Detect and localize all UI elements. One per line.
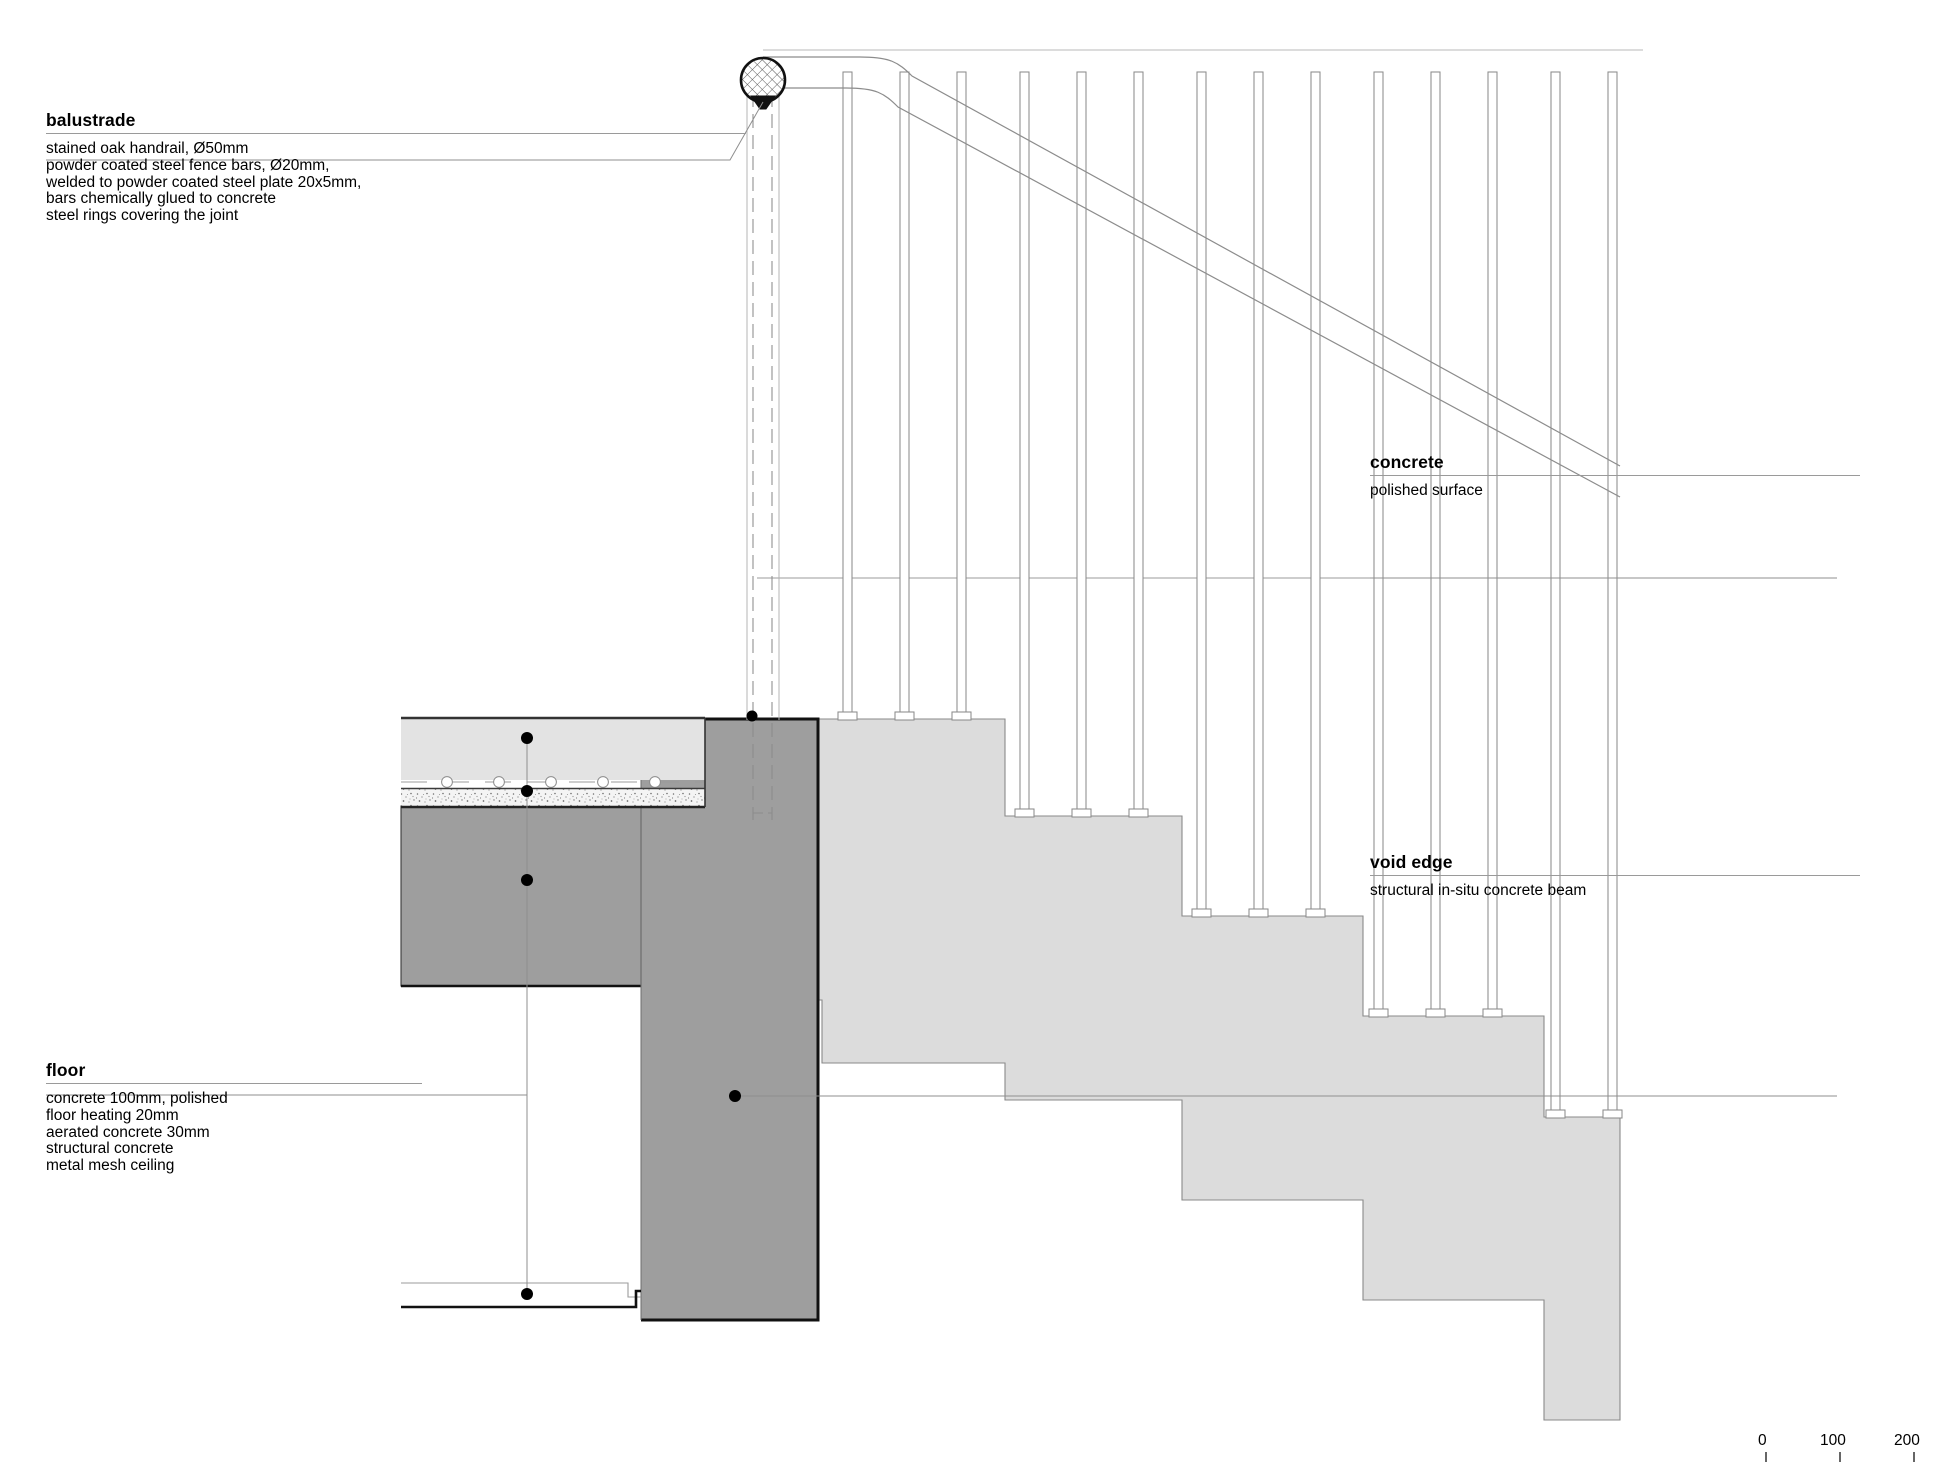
handrail-bottom-edge (763, 87, 1621, 498)
concrete-topping-fill (401, 718, 705, 780)
annotation-balustrade-rule (46, 133, 746, 134)
baluster-group-step-3 (1368, 71, 1503, 1018)
stair-profile (711, 718, 1621, 1421)
annotation-line: stained oak handrail, Ø50mm (46, 140, 249, 157)
dot-structural-concrete (521, 874, 533, 886)
stair-flight (711, 718, 1621, 1421)
annotation-line: structural in-situ concrete beam (1370, 882, 1587, 899)
annotation-balustrade-lines: stained oak handrail, Ø50mm powder coate… (46, 140, 746, 225)
annotation-void-edge-lines: structural in-situ concrete beam (1370, 882, 1933, 900)
structural-slab-fill (401, 806, 712, 1320)
void-edge-beam-fill (641, 719, 818, 1320)
annotation-line: structural concrete (46, 1140, 174, 1158)
scale-bar-graphic (1765, 1452, 1915, 1462)
handrail-section-circle (739, 56, 787, 104)
leader-balustrade (46, 101, 764, 161)
annotation-floor-title: floor (46, 1060, 86, 1080)
annotation-line: welded to powder coated steel plate 20x5… (46, 173, 362, 191)
leader-dots (521, 710, 758, 1300)
annotation-balustrade-title: balustrade (46, 110, 136, 130)
annotation-concrete-rule (1370, 475, 1860, 476)
baluster-sectioned (746, 72, 780, 820)
scale-tick-label: 100 (1820, 1432, 1846, 1449)
floor-buildup (401, 716, 706, 809)
annotation-line: bars chemically glued to concrete (46, 190, 277, 208)
annotation-floor: floor concrete 100mm, polished floor hea… (46, 1060, 422, 1175)
dot-metal-mesh-ceiling (521, 1288, 533, 1300)
handrail (739, 49, 1643, 498)
annotation-concrete-title: concrete (1370, 452, 1444, 472)
annotation-line: steel rings covering the joint (46, 207, 239, 225)
annotation-balustrade: balustrade stained oak handrail, Ø50mm p… (46, 110, 746, 225)
scale-tick-label: 0 (1758, 1432, 1767, 1449)
baluster-group-landing (837, 71, 972, 721)
handrail-top-edge (763, 56, 1621, 467)
dot-void-edge (729, 1090, 741, 1102)
scale-bar-ticks (1765, 1452, 1915, 1462)
annotation-floor-rule (46, 1083, 422, 1084)
annotation-floor-lines: concrete 100mm, polished floor heating 2… (46, 1090, 422, 1175)
annotation-line: floor heating 20mm (46, 1106, 179, 1124)
annotation-line: metal mesh ceiling (46, 1157, 175, 1175)
baluster-group-step-1 (1014, 71, 1149, 818)
annotation-concrete: concrete polished surface (1370, 452, 1933, 500)
annotation-line: aerated concrete 30mm (46, 1123, 210, 1141)
annotation-void-edge: void edge structural in-situ concrete be… (1370, 852, 1933, 900)
ceiling-plane-line (401, 1289, 641, 1309)
annotation-concrete-lines: polished surface (1370, 482, 1933, 500)
baluster-group-step-2 (1191, 71, 1326, 918)
scale-bar: 0 100 200 (1758, 1432, 1933, 1464)
annotation-void-edge-title: void edge (1370, 852, 1453, 872)
dot-concrete-topping (521, 732, 533, 744)
structural-concrete (400, 717, 820, 1322)
annotation-line: polished surface (1370, 482, 1483, 499)
annotation-void-edge-rule (1370, 875, 1860, 876)
baluster-group-step-4 (1545, 71, 1623, 1119)
aerated-concrete-layer (401, 789, 705, 807)
annotation-line: concrete 100mm, polished (46, 1090, 228, 1107)
dot-aerated-concrete (521, 785, 533, 797)
ceiling-upper-line (401, 1282, 641, 1298)
balustrade-bars (746, 71, 1623, 1119)
metal-mesh-ceiling (401, 1282, 641, 1309)
annotation-line: powder coated steel fence bars, Ø20mm, (46, 156, 330, 174)
leader-lines (46, 101, 1837, 1300)
scale-bar-labels: 0 100 200 (1758, 1432, 1933, 1464)
scale-tick-label: 200 (1894, 1432, 1920, 1449)
beam-outline (641, 717, 820, 1322)
dot-bar-glued-to-concrete (746, 710, 758, 722)
floor-heating-pipes (441, 776, 661, 788)
